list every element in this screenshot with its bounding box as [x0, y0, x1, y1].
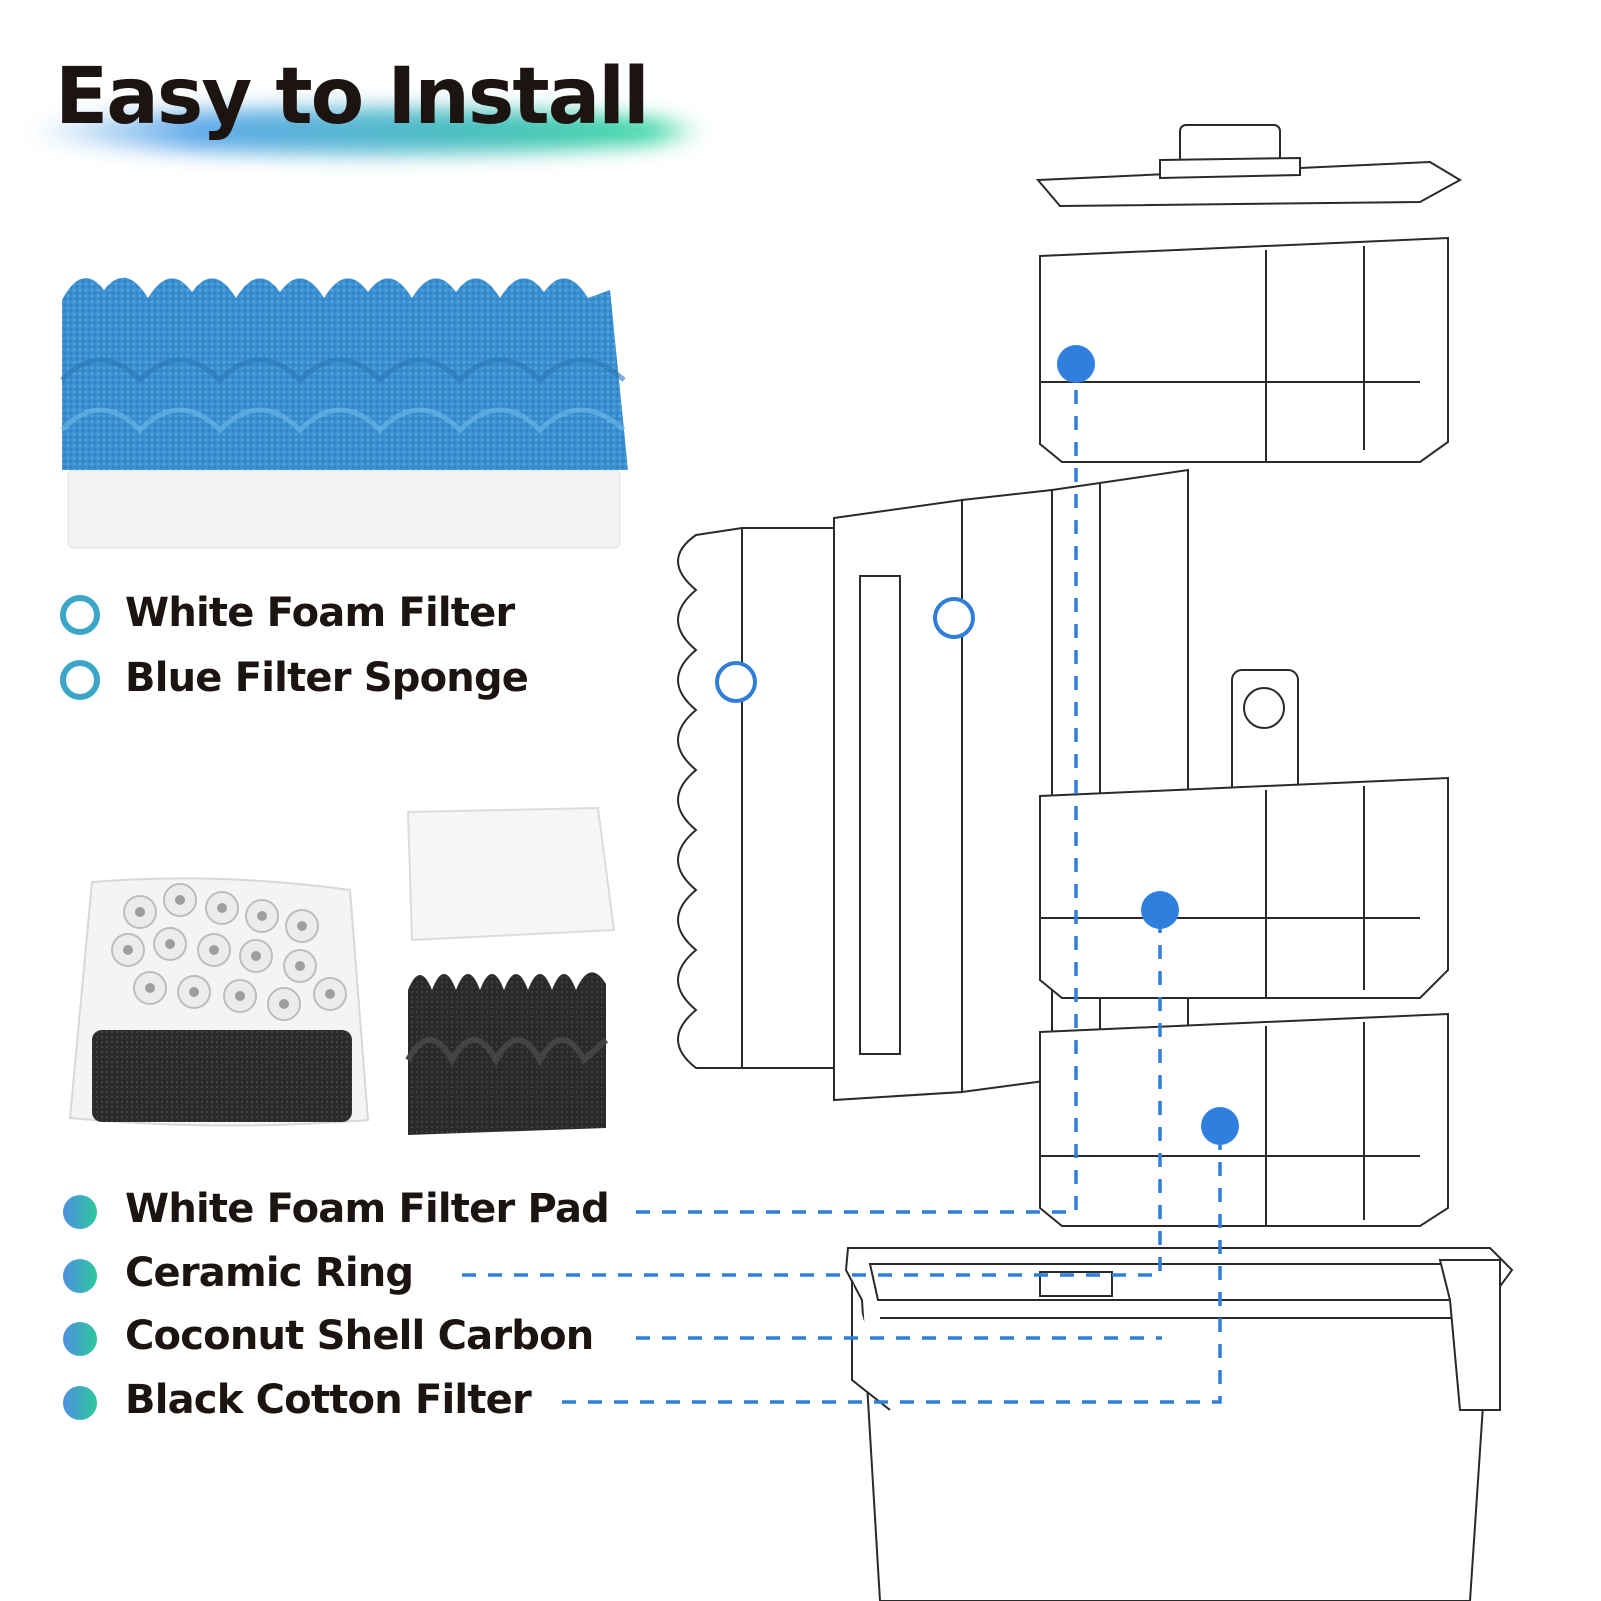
diagram-markers [715, 345, 1239, 1145]
black-cotton-filter-marker [63, 1386, 97, 1420]
filter-line-art [677, 124, 1514, 1601]
label-coconut-shell-carbon: Coconut Shell Carbon [125, 1313, 594, 1359]
page-title: Easy to Install [55, 52, 650, 142]
blue-filter-sponge-marker [60, 660, 100, 700]
label-white-foam-filter: White Foam Filter [125, 590, 515, 636]
title-highlight [26, 108, 706, 154]
connector-lines [462, 364, 1222, 1404]
pad-and-black-sponge-image [405, 806, 616, 1135]
label-white-foam-filter-pad: White Foam Filter Pad [125, 1186, 610, 1232]
label-blue-filter-sponge: Blue Filter Sponge [125, 655, 529, 701]
label-ceramic-ring: Ceramic Ring [125, 1250, 414, 1296]
label-black-cotton-filter: Black Cotton Filter [125, 1377, 532, 1423]
white-foam-filter-marker [60, 595, 100, 635]
ceramic-ring-marker [63, 1259, 97, 1293]
media-bag-image [68, 877, 370, 1127]
blue-white-sponge-image [60, 277, 628, 549]
coconut-shell-carbon-marker [63, 1322, 97, 1356]
white-foam-filter-pad-marker [63, 1195, 97, 1229]
